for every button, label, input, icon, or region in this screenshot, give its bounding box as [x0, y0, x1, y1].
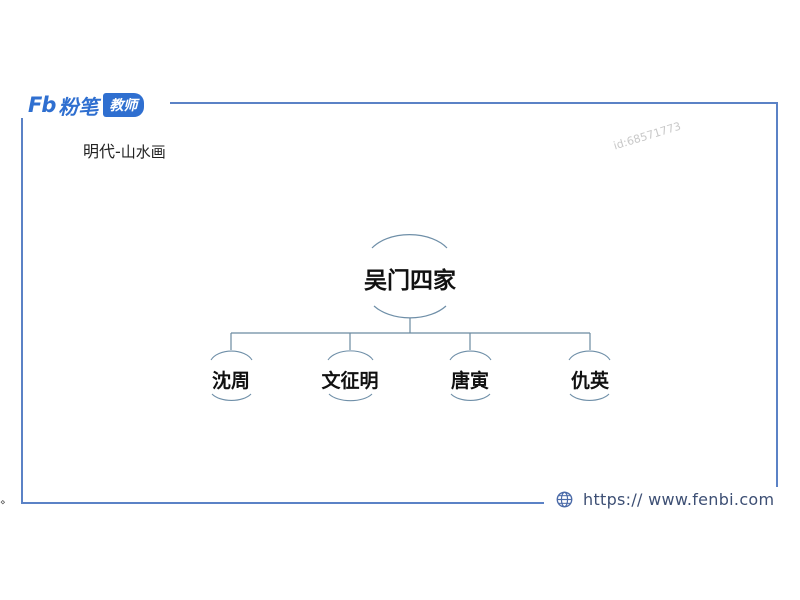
- child-arc-bottom-2: [328, 393, 373, 402]
- child-arc-bottom-4: [569, 393, 610, 401]
- logo-brand: 粉笔: [58, 94, 99, 119]
- child-arc-top-3: [449, 350, 492, 361]
- footer-url: https:// www.fenbi.com: [556, 490, 774, 509]
- child-node-label-4: 仇英: [570, 370, 609, 392]
- frame-right-line: [776, 102, 778, 487]
- slide-title-sub: 山水画: [120, 143, 166, 161]
- child-node-label-2: 文征明: [321, 370, 379, 392]
- frame-top-line: [170, 102, 778, 104]
- root-arc-top: [371, 234, 448, 249]
- child-arc-top-2: [327, 350, 374, 361]
- frame-left-line: [21, 118, 23, 504]
- fenbi-logo: Fb 粉笔 教师: [28, 92, 145, 119]
- child-node-label-1: 沈周: [211, 370, 250, 392]
- child-arc-top-1: [210, 350, 253, 361]
- root-node-label: 吴门四家: [364, 268, 456, 294]
- footer-url-text: https:// www.fenbi.com: [583, 490, 775, 509]
- cursor-icon: ⋄: [0, 498, 6, 508]
- slide-title-main: 明代: [83, 142, 116, 161]
- child-arc-bottom-1: [211, 393, 252, 401]
- frame-bottom-line: [21, 502, 544, 504]
- child-arc-top-4: [568, 350, 611, 361]
- root-arc-bottom: [373, 305, 447, 319]
- child-arc-bottom-3: [450, 393, 491, 401]
- slide-title-separator: -: [115, 142, 121, 161]
- logo-tag: 教师: [103, 93, 145, 117]
- slide-title: 明代-山水画: [83, 138, 166, 162]
- child-node-label-3: 唐寅: [450, 370, 489, 392]
- logo-mark: Fb: [28, 93, 56, 117]
- globe-icon: [556, 491, 573, 508]
